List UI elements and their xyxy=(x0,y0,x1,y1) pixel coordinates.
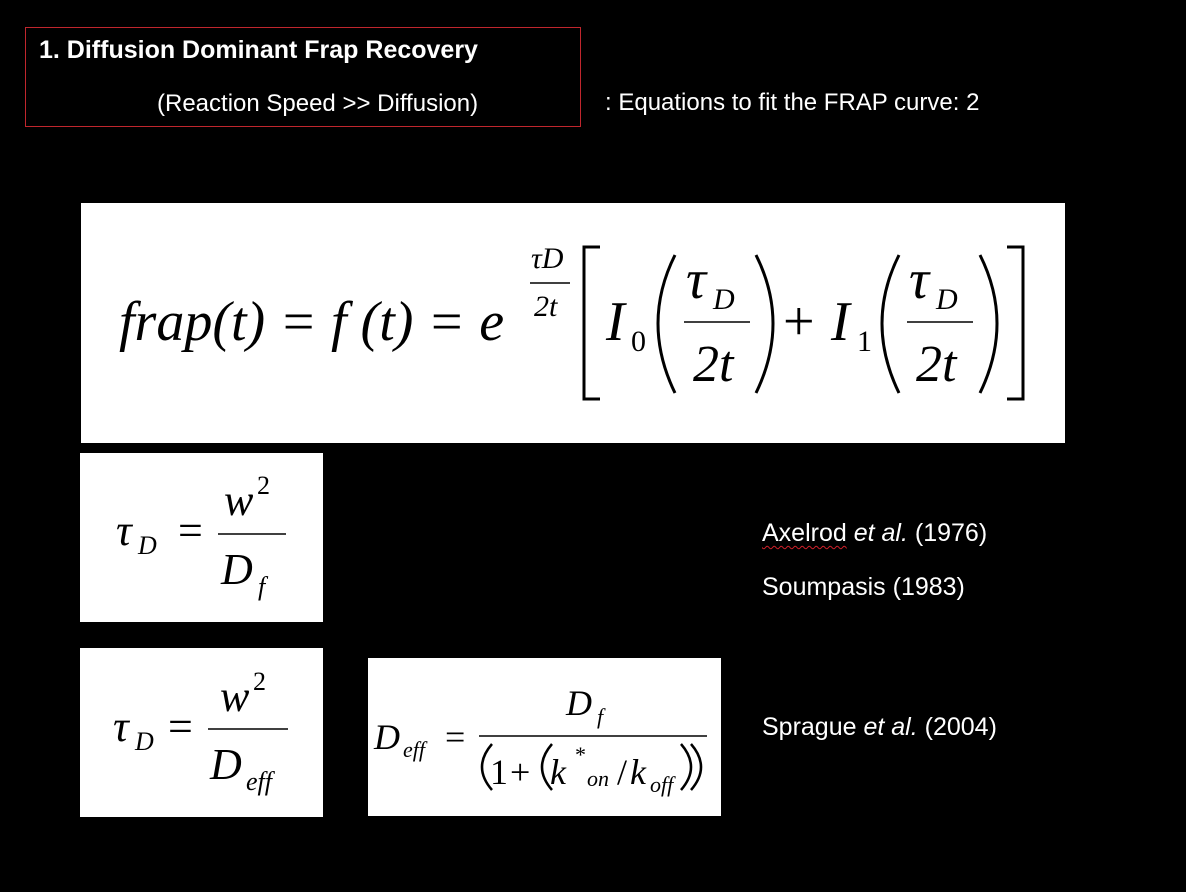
tau-df-equation: τ D = w 2 D f xyxy=(116,471,286,601)
numerator: w xyxy=(224,476,254,525)
k-on: k xyxy=(550,752,567,792)
left-bracket xyxy=(582,245,600,401)
reference-author: Axelrod xyxy=(762,519,847,547)
deff-symbol: D xyxy=(373,717,400,757)
paren-close xyxy=(978,254,999,394)
slide-subtitle: (Reaction Speed >> Diffusion) xyxy=(157,90,479,117)
slash: / xyxy=(617,752,627,792)
deff-equation: D eff = D f 1 + k * on / k off xyxy=(373,683,707,797)
k-off: k xyxy=(630,752,647,792)
denominator-subscript: f xyxy=(258,572,269,601)
deff-panel: D eff = D f 1 + k * on / k off xyxy=(368,658,721,816)
paren-open xyxy=(880,254,901,394)
fraction-denominator: 2t xyxy=(916,336,958,393)
exp-numerator: τD xyxy=(531,242,564,275)
equals-sign: = xyxy=(445,717,465,757)
paren-open xyxy=(656,254,677,394)
numerator: w xyxy=(220,672,250,721)
denominator: D xyxy=(220,545,253,594)
equations-note: : Equations to fit the FRAP curve: 2 xyxy=(605,89,980,116)
tau-symbol: τ xyxy=(909,249,931,311)
right-bracket xyxy=(1007,245,1025,401)
tau-symbol: τ xyxy=(116,506,134,555)
frap-lhs: frap(t) = f (t) = e xyxy=(119,291,504,353)
i0-symbol: I xyxy=(605,291,627,353)
exp-denominator: 2t xyxy=(534,290,558,323)
outer-paren-close xyxy=(690,743,703,791)
reference-soumpasis: Soumpasis (1983) xyxy=(762,573,965,601)
plus-sign: + xyxy=(510,752,530,792)
outer-paren-open xyxy=(480,743,493,791)
numerator-subscript: f xyxy=(597,704,606,729)
reference-etal: et al. xyxy=(853,519,908,547)
tau-subscript: D xyxy=(712,283,735,316)
reference-etal: et al. xyxy=(863,713,918,741)
tau-deff-panel: τ D = w 2 D eff xyxy=(80,648,323,817)
numerator-exponent: 2 xyxy=(253,667,266,696)
numerator-d: D xyxy=(565,683,592,723)
frap-equation-panel: frap(t) = f (t) = e τD 2t I 0 τ D 2t + I… xyxy=(81,203,1065,443)
frap-equation: frap(t) = f (t) = e τD 2t I 0 τ D 2t + I… xyxy=(119,242,1025,401)
reference-author: Sprague xyxy=(762,713,857,741)
reference-sprague: Sprague et al. (2004) xyxy=(762,713,997,742)
k-off-subscript: off xyxy=(650,772,676,797)
numerator-exponent: 2 xyxy=(257,471,270,500)
equals-sign: = xyxy=(178,506,203,555)
k-asterisk: * xyxy=(575,742,586,767)
tau-subscript: D xyxy=(935,283,958,316)
title-frame: 1. Diffusion Dominant Frap Recovery (Rea… xyxy=(25,27,581,127)
equals-sign: = xyxy=(168,702,193,751)
reference-year: (1976) xyxy=(914,519,988,547)
i1-subscript: 1 xyxy=(857,325,872,358)
tau-symbol: τ xyxy=(686,249,708,311)
deff-subscript: eff xyxy=(403,737,428,762)
k-on-subscript: on xyxy=(587,766,609,791)
denominator: D xyxy=(209,740,242,789)
tau-subscript: D xyxy=(137,531,157,560)
plus-sign: + xyxy=(783,291,815,353)
tau-symbol: τ xyxy=(113,702,131,751)
tau-subscript: D xyxy=(134,727,154,756)
tau-deff-equation: τ D = w 2 D eff xyxy=(113,667,288,796)
tau-df-panel: τ D = w 2 D f xyxy=(80,453,323,622)
slide-title: 1. Diffusion Dominant Frap Recovery xyxy=(39,36,478,64)
one: 1 xyxy=(490,752,508,792)
denominator-subscript: eff xyxy=(246,767,276,796)
reference-axelrod: Axelrod et al. (1976) xyxy=(762,519,987,548)
paren-close xyxy=(754,254,775,394)
inner-paren-close xyxy=(680,743,693,791)
inner-paren-open xyxy=(540,743,553,791)
fraction-denominator: 2t xyxy=(693,336,735,393)
i0-subscript: 0 xyxy=(631,325,646,358)
reference-year: (2004) xyxy=(924,713,997,741)
i1-symbol: I xyxy=(830,291,852,353)
